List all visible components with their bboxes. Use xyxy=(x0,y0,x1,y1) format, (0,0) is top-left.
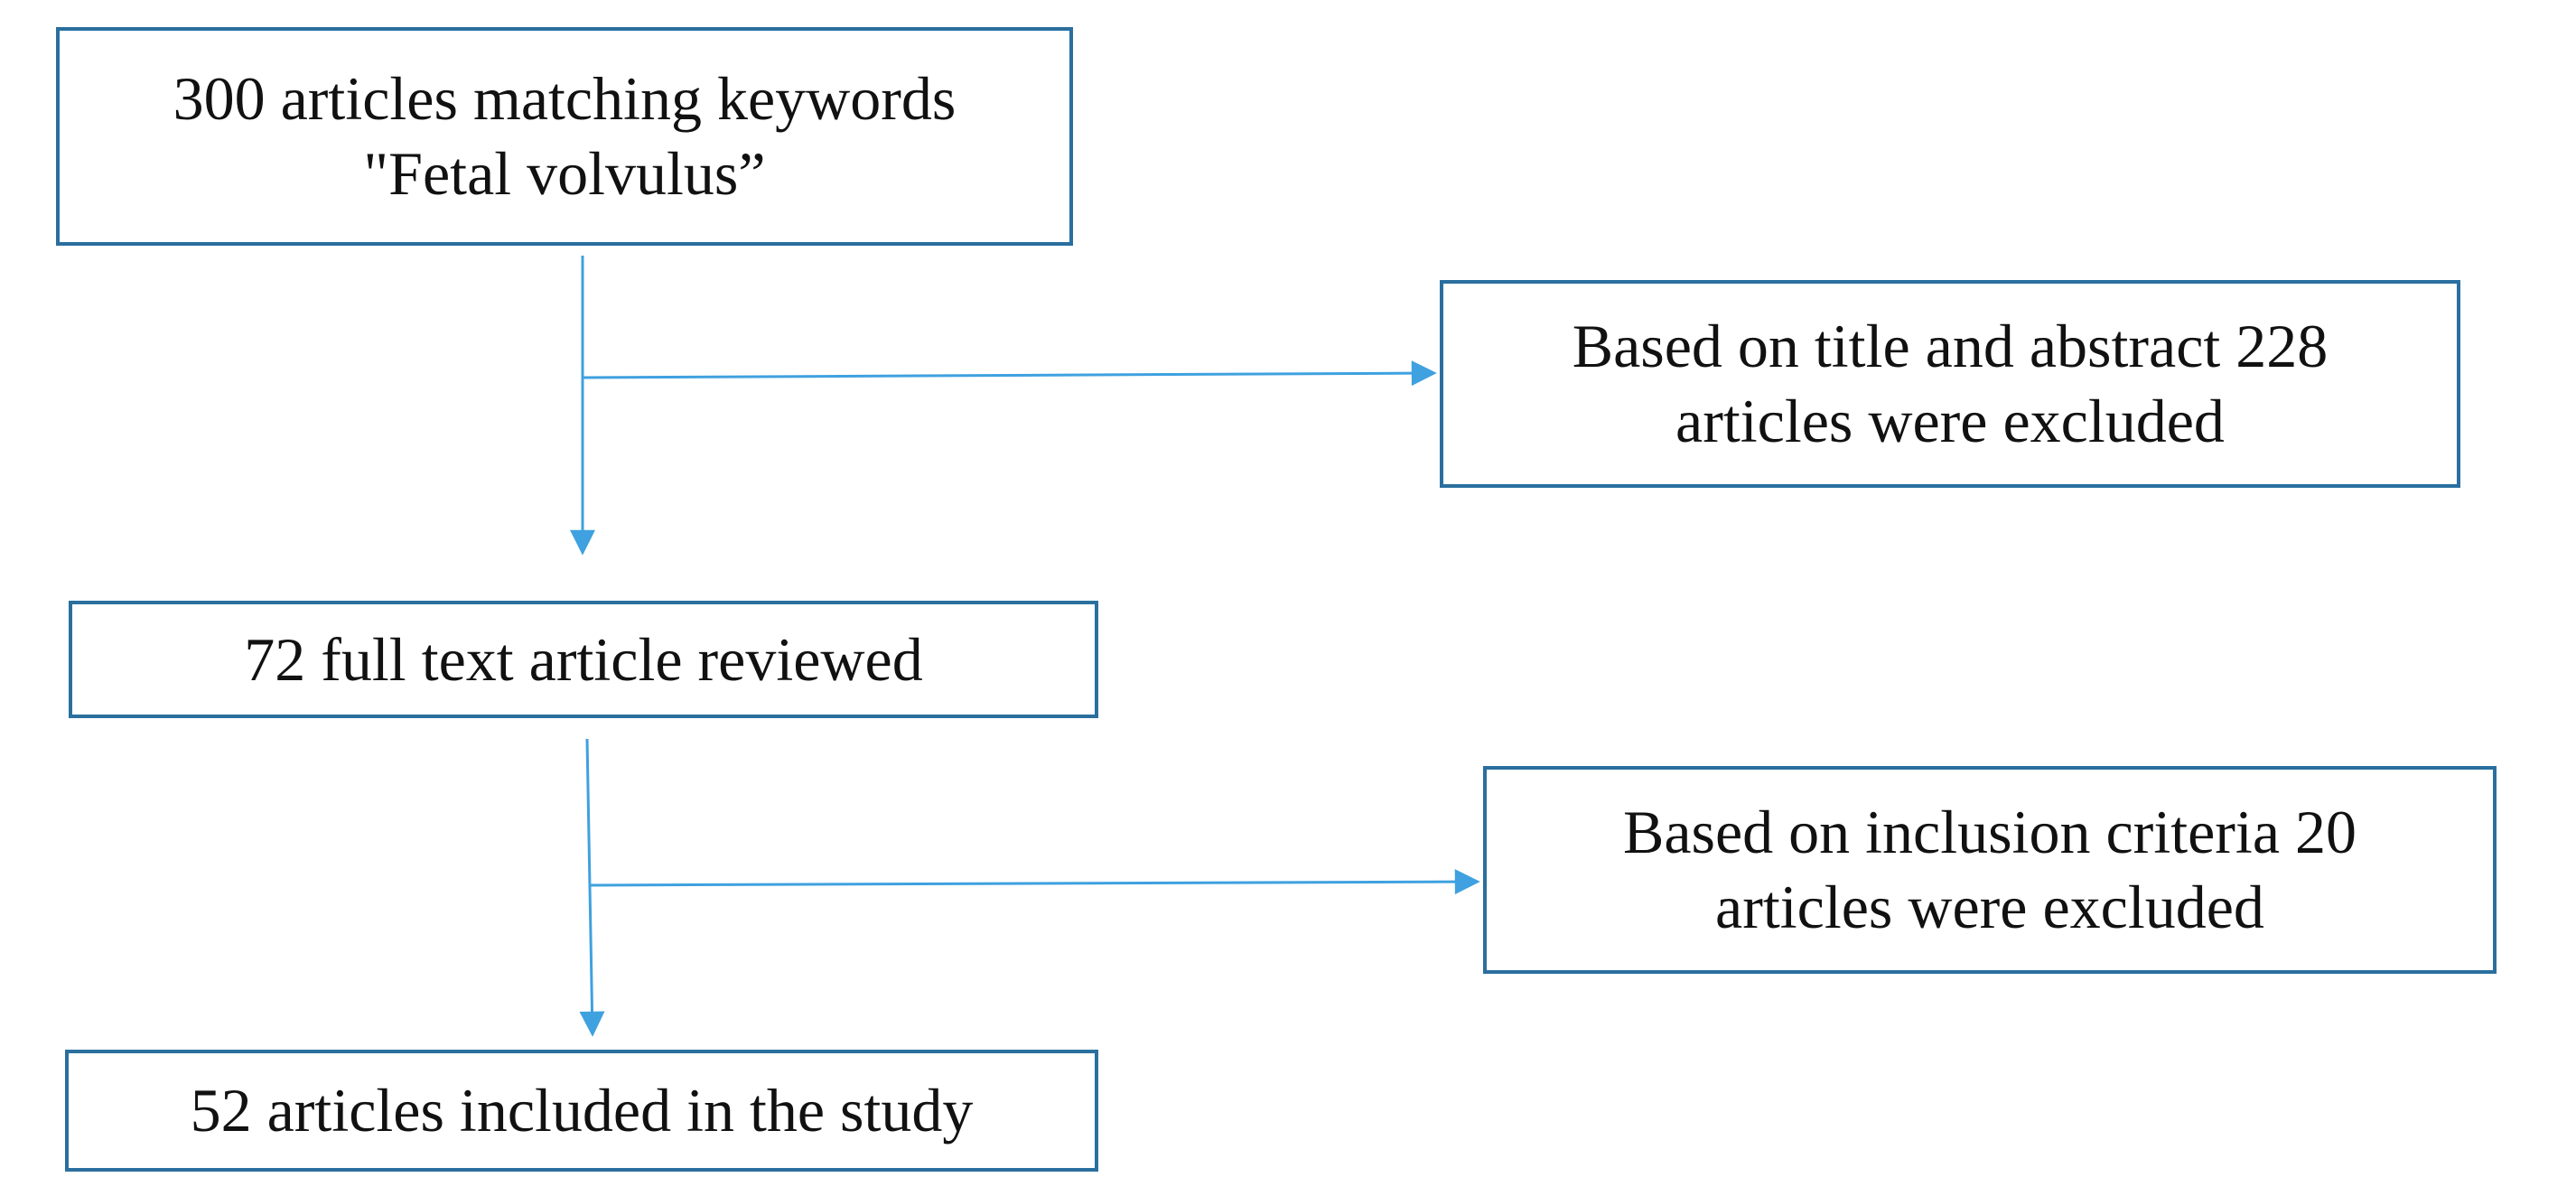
title-abstract-exclusion-line-2: articles were excluded xyxy=(1675,387,2225,455)
inclusion-criteria-exclusion-line-1: Based on inclusion criteria 20 xyxy=(1622,798,2357,867)
full-text-review-line-1: 72 full text article reviewed xyxy=(244,624,923,694)
search-results-box: 300 articles matching keywords "Fetal vo… xyxy=(56,27,1073,246)
full-text-review-box: 72 full text article reviewed xyxy=(69,601,1098,718)
search-results-line-2: "Fetal volvulus” xyxy=(363,139,766,208)
arrow-to-exclusion-2 xyxy=(588,869,1480,895)
search-results-line-1: 300 articles matching keywords xyxy=(173,64,957,134)
inclusion-criteria-exclusion-line-2: articles were excluded xyxy=(1715,873,2264,941)
included-studies-line-1: 52 articles included in the study xyxy=(190,1076,974,1145)
inclusion-criteria-exclusion-box: Based on inclusion criteria 20 articles … xyxy=(1483,766,2497,974)
title-abstract-exclusion-box: Based on title and abstract 228 articles… xyxy=(1440,280,2460,488)
arrow-to-exclusion-1 xyxy=(582,360,1437,387)
arrow-fulltext-to-included xyxy=(579,738,605,1037)
included-studies-box: 52 articles included in the study xyxy=(65,1050,1098,1172)
title-abstract-exclusion-line-1: Based on title and abstract 228 xyxy=(1572,312,2329,381)
